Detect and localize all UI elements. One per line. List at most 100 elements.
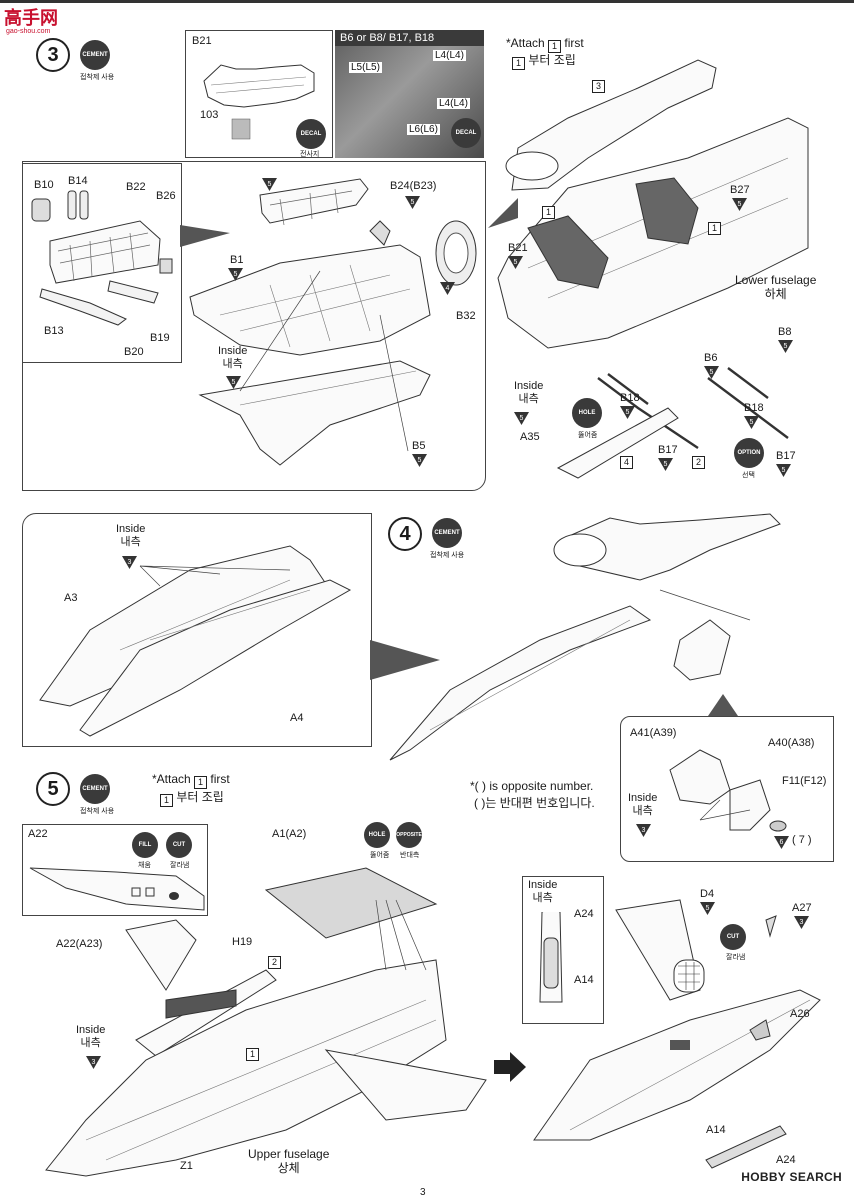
- box-1-step5: 1: [246, 1048, 259, 1061]
- svg-text:3: 3: [92, 1059, 96, 1066]
- label-lower-fuselage: Lower fuselage 하체: [735, 273, 816, 302]
- b21-part-number: 103: [200, 109, 219, 121]
- opposite-badge: OPPOSITE: [396, 822, 422, 848]
- label-a35: A35: [520, 431, 540, 443]
- label-b17a: B17: [658, 444, 678, 456]
- fill-badge: FILL: [132, 832, 158, 858]
- photo-title: B6 or B8/ B17, B18: [335, 30, 484, 46]
- svg-text:5: 5: [268, 181, 272, 188]
- label-z1: Z1: [180, 1160, 193, 1172]
- label-inside-main: Inside 내측: [218, 345, 247, 370]
- canopy-inset-drawing: [539, 912, 563, 1003]
- inside-right-ko: 내측: [518, 392, 539, 405]
- label-a14-final: A14: [706, 1124, 726, 1136]
- svg-text:5: 5: [514, 259, 518, 266]
- opposite-note: *( ) is opposite number.: [470, 779, 594, 793]
- svg-text:5: 5: [750, 419, 754, 426]
- attach-box-ko: 1: [512, 57, 525, 70]
- b21-inset: B21 103 DECAL 전사지: [185, 30, 333, 158]
- photo-label-l4a: L4(L4): [433, 50, 466, 61]
- inside-right-en: Inside: [514, 380, 544, 392]
- svg-text:5: 5: [782, 467, 786, 474]
- inside-en: Inside: [218, 345, 248, 357]
- label-a40: A40(A38): [768, 737, 815, 749]
- svg-text:5: 5: [706, 905, 710, 912]
- box-1b: 1: [708, 222, 721, 235]
- label-inside-right: Inside 내측: [514, 380, 543, 405]
- label-b13: B13: [44, 325, 64, 337]
- cut-label-final: 잘라냄: [726, 954, 746, 961]
- step4-detail-connector: [708, 694, 738, 716]
- attach-first: first: [564, 36, 584, 50]
- label-inside-canopy: Inside 내측: [528, 879, 557, 904]
- decal-badge: DECAL: [296, 119, 326, 149]
- tri-3-step5: 3: [86, 1056, 101, 1069]
- inside5-en: Inside: [76, 1024, 106, 1036]
- upper-ko: 상체: [277, 1160, 300, 1175]
- cement-label-4: 접착제 사용: [430, 552, 465, 559]
- attach-box: 1: [548, 40, 562, 53]
- tri-5-g: 5: [508, 256, 523, 269]
- label-a1: A1(A2): [272, 828, 307, 840]
- a22-inset: [22, 824, 208, 916]
- option-badge: OPTION: [734, 438, 764, 468]
- step4-left-drawing: [39, 545, 352, 737]
- photo-label-l6: L6(L6): [407, 124, 440, 135]
- label-upper-fuselage: Upper fuselage 상체: [248, 1147, 329, 1176]
- label-inside-step5: Inside 내측: [76, 1024, 105, 1049]
- tri-5-b: 5: [405, 196, 420, 209]
- label-paren-7: ( 7 ): [792, 834, 812, 846]
- step3-main-frame: [22, 161, 486, 491]
- inside4-ko: 내측: [120, 535, 141, 548]
- label-b18b: B18: [744, 402, 764, 414]
- tri-6: 6: [774, 836, 789, 849]
- inside-detail-ko: 내측: [632, 804, 653, 817]
- label-b24: B24(B23): [390, 180, 437, 192]
- tri-4-a: 4: [440, 282, 455, 295]
- label-inside-step4: Inside 내측: [116, 523, 145, 548]
- svg-text:5: 5: [664, 461, 668, 468]
- b21-inset-title: B21: [192, 35, 212, 47]
- svg-text:5: 5: [738, 201, 742, 208]
- tri-3-a27: 3: [794, 916, 809, 929]
- tri-5-d4: 5: [700, 902, 715, 915]
- step5-attach-ko: 1 부터 조립: [160, 790, 224, 807]
- photo-label-l5: L5(L5): [349, 62, 382, 73]
- top-rule: [0, 0, 854, 3]
- svg-text:4: 4: [446, 285, 450, 292]
- step4-right-drawing: [370, 513, 781, 761]
- page-number: 3: [420, 1187, 426, 1198]
- cement-badge: CEMENT: [80, 40, 110, 70]
- svg-text:5: 5: [626, 409, 630, 416]
- svg-text:3: 3: [800, 919, 804, 926]
- step4-detail-drawing: [669, 749, 787, 832]
- label-b18a: B18: [620, 392, 640, 404]
- inside-ko: 내측: [222, 357, 243, 370]
- b21-part-drawing: [203, 64, 315, 140]
- tri-5-k: 5: [744, 416, 759, 429]
- step3-main-drawing: [180, 178, 477, 466]
- opposite-note-ko: ( )는 반대편 번호입니다.: [474, 796, 595, 810]
- decal-label: 전사지: [300, 151, 320, 158]
- step-3-number: 3: [36, 38, 70, 72]
- step3-right-drawing: [488, 59, 809, 479]
- site-logo: 高手网: [4, 4, 58, 30]
- inside-canopy-ko: 내측: [532, 891, 553, 904]
- hole-badge: HOLE: [572, 398, 602, 428]
- label-b27: B27: [730, 184, 750, 196]
- step3-attach-ko: 1 부터 조립: [512, 53, 576, 70]
- svg-text:5: 5: [411, 199, 415, 206]
- label-d4: D4: [700, 888, 715, 900]
- opposite-label: 반대측: [400, 852, 420, 859]
- a22-inset-drawing: [29, 867, 205, 911]
- label-a27: A27: [792, 902, 812, 914]
- label-a41: A41(A39): [630, 727, 677, 739]
- tri-5-e: 5: [412, 454, 427, 467]
- label-b8: B8: [778, 326, 792, 338]
- attach5-ko: 부터 조립: [176, 790, 224, 804]
- hole-label-5: 뚫어줌: [370, 852, 390, 859]
- tri-5-f: 5: [732, 198, 747, 211]
- fill-label: 채움: [138, 862, 151, 869]
- label-b19: B19: [150, 332, 170, 344]
- label-b14: B14: [68, 175, 88, 187]
